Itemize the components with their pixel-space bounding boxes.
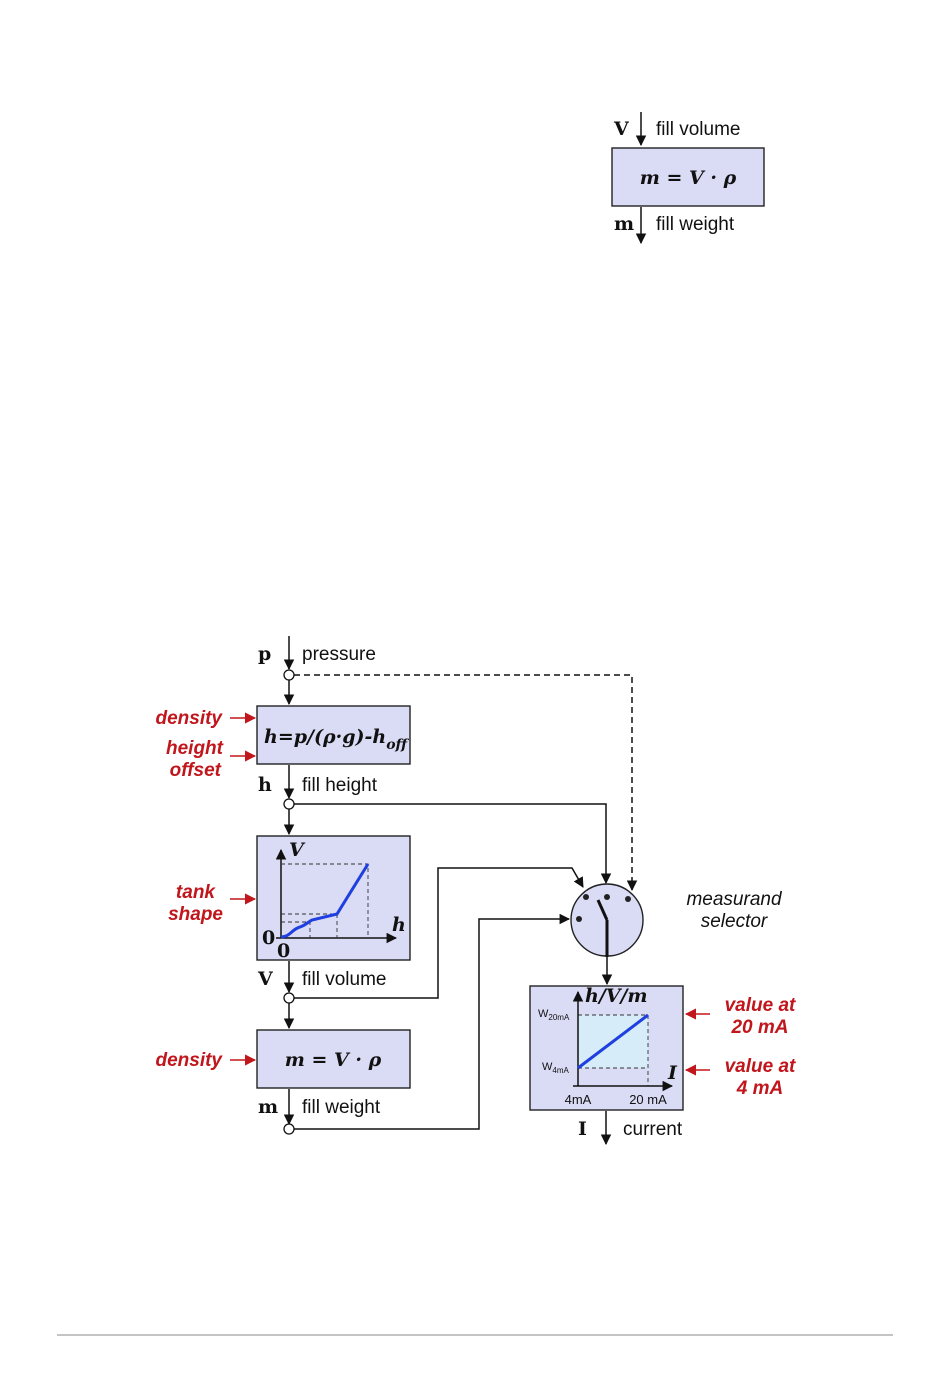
height-label: fill height (302, 775, 378, 796)
tank-shape-label-line2: shape (168, 904, 223, 925)
pressure-node (284, 670, 294, 680)
output-chart-y-label: h/V/m (585, 985, 648, 1007)
tank-chart-y-label: V (289, 839, 306, 861)
selector-contact-height (604, 894, 610, 900)
height-equation-main: h=p/(ρ·g)-h (264, 726, 386, 748)
weight-node (284, 1124, 294, 1134)
tank-chart-x-label: h (392, 914, 406, 936)
height-offset-label-line2: offset (170, 760, 222, 781)
output-chart-x-tick-20ma: 20 mA (629, 1092, 667, 1107)
top-output-symbol: m (614, 213, 634, 235)
height-node (284, 799, 294, 809)
current-symbol: I (578, 1118, 587, 1140)
top-input-label: fill volume (656, 119, 740, 140)
volume-label: fill volume (302, 969, 386, 990)
weight-symbol: m (258, 1096, 278, 1118)
w20-sub: 20mA (548, 1013, 570, 1022)
current-label: current (623, 1119, 683, 1140)
selector-label-line1: measurand (686, 889, 782, 910)
value-4ma-label-line2: 4 mA (736, 1078, 783, 1099)
selector-label-line2: selector (701, 911, 768, 932)
volume-node (284, 993, 294, 1003)
pressure-label: pressure (302, 644, 376, 665)
output-chart-x-label: I (667, 1062, 678, 1084)
density-input-label-1: density (155, 708, 223, 729)
w20-main: W (538, 1008, 549, 1020)
top-input-symbol: V (613, 118, 630, 140)
top-output-label: fill weight (656, 214, 735, 235)
selector-contact-volume (583, 894, 589, 900)
selector-contact-pressure (625, 896, 631, 902)
top-equation: m = V · ρ (640, 167, 737, 189)
w4-main: W (542, 1061, 553, 1073)
tank-shape-label-line1: tank (176, 882, 217, 903)
value-4ma-label-line1: value at (725, 1056, 796, 1077)
tank-chart-origin-x: 0 (277, 940, 290, 962)
volume-symbol: V (257, 968, 274, 990)
top-volume-to-weight-block: V fill volume m = V · ρ m fill weight (612, 112, 764, 243)
height-equation-subscript: off (386, 737, 409, 753)
output-chart-x-tick-4ma: 4mA (565, 1092, 592, 1107)
height-offset-label-line1: height (166, 738, 224, 759)
pressure-symbol: p (258, 643, 271, 665)
value-20ma-label-line1: value at (725, 995, 796, 1016)
value-20ma-label-line2: 20 mA (730, 1017, 788, 1038)
w4-sub: 4mA (552, 1066, 569, 1075)
tank-chart-origin-y: 0 (262, 927, 275, 949)
density-input-label-2: density (155, 1050, 223, 1071)
weight-equation: m = V · ρ (285, 1049, 382, 1071)
selector-contact-weight (576, 916, 582, 922)
measurand-selector-switch (571, 884, 643, 957)
weight-label: fill weight (302, 1097, 381, 1118)
height-symbol: h (258, 774, 272, 796)
